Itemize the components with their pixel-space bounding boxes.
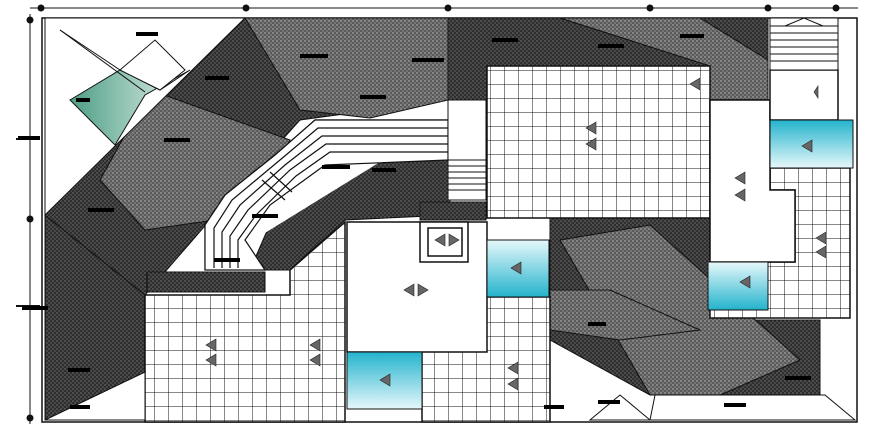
terrace-north <box>486 65 711 219</box>
terrace-south-west <box>144 220 346 423</box>
eave-triangles <box>44 371 857 421</box>
annotation-blocks <box>18 32 811 409</box>
stair-ramp-curved <box>204 119 449 271</box>
water-tank-east-lower <box>707 261 769 311</box>
tiled-terraces <box>144 65 851 423</box>
stair-north-east <box>769 17 839 71</box>
roof-slope-n-centre <box>244 17 449 119</box>
flat-slabs <box>346 69 839 353</box>
parapet-hatch-centre <box>419 201 487 221</box>
stair-centre <box>419 99 487 221</box>
parapets <box>146 271 266 293</box>
slope-arrows <box>205 77 827 391</box>
skylight-area <box>44 17 247 217</box>
slab-north-east <box>769 69 839 121</box>
roof-slope-se-band <box>559 224 801 396</box>
water-tank-centre <box>486 239 550 298</box>
